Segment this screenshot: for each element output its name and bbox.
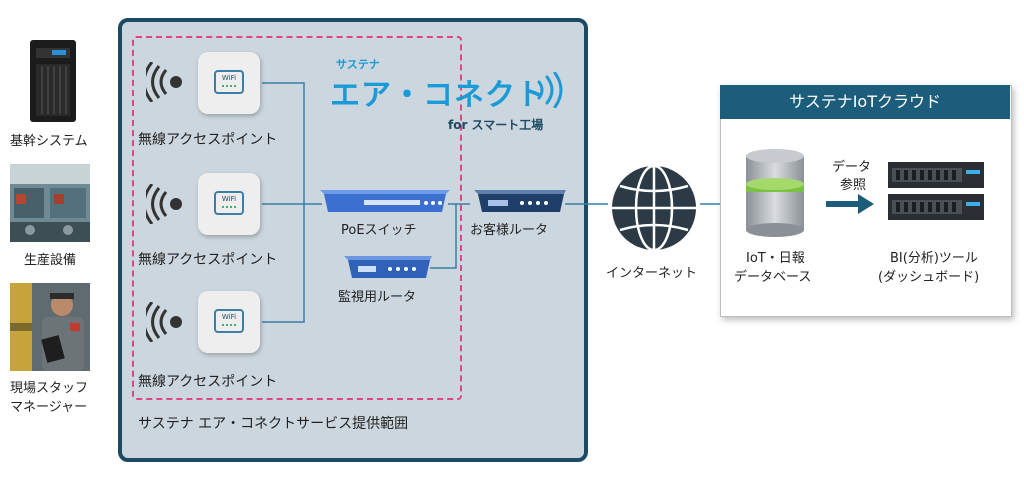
poe-switch-label: PoEスイッチ <box>341 223 417 238</box>
logo-sub: for スマート工場 <box>448 118 544 132</box>
field-staff-photo <box>10 283 90 371</box>
bi-label-line1: BI(分析)ツール <box>890 251 978 266</box>
data-ref-label-line2: 参照 <box>840 178 867 193</box>
wifi-signal-icon <box>142 301 186 346</box>
data-ref-label-line1: データ <box>832 160 872 175</box>
monitor-router-icon <box>344 256 432 286</box>
access-point-2-label: 無線アクセスポイント <box>138 252 278 268</box>
db-label-line2: データベース <box>734 270 812 285</box>
customer-router-icon <box>474 190 566 218</box>
bi-server-icon <box>886 158 986 232</box>
wifi-badge: WiFi <box>214 309 244 333</box>
wifi-signal-icon <box>142 61 186 106</box>
database-icon <box>742 148 808 242</box>
arrow-right-icon <box>826 194 874 218</box>
production-label: 生産設備 <box>24 253 77 268</box>
production-equipment-photo <box>10 164 90 242</box>
core-system-label: 基幹システム <box>10 134 88 149</box>
customer-router-label: お客様ルータ <box>470 223 549 238</box>
service-area-label: サステナ エア・コネクトサービス提供範囲 <box>138 416 409 432</box>
access-point-2: WiFi <box>198 173 260 235</box>
wifi-badge: WiFi <box>214 191 244 215</box>
staff-label-line1: 現場スタッフ <box>10 381 89 396</box>
logo-signal-icon <box>535 71 563 112</box>
access-point-3-label: 無線アクセスポイント <box>138 374 278 390</box>
core-system-server-icon <box>28 40 78 122</box>
logo-prefix: サステナ <box>336 58 380 71</box>
internet-label: インターネット <box>606 266 698 281</box>
internet-globe-icon <box>610 164 698 256</box>
logo-main: エア・コネクト <box>330 78 547 113</box>
poe-switch-icon <box>320 190 450 220</box>
wifi-badge: WiFi <box>214 70 244 94</box>
staff-label-line2: マネージャー <box>10 400 88 415</box>
wifi-zone-dashed-box <box>132 36 462 400</box>
access-point-1: WiFi <box>198 52 260 114</box>
access-point-1-label: 無線アクセスポイント <box>138 132 278 148</box>
iot-cloud-title: サステナIoTクラウド <box>720 85 1010 119</box>
monitor-router-label: 監視用ルータ <box>338 290 417 305</box>
db-label-line1: IoT・日報 <box>746 251 805 266</box>
service-area-box <box>118 18 588 462</box>
bi-label-line2: (ダッシュボード) <box>878 270 980 285</box>
access-point-3: WiFi <box>198 291 260 353</box>
wifi-signal-icon <box>142 183 186 228</box>
